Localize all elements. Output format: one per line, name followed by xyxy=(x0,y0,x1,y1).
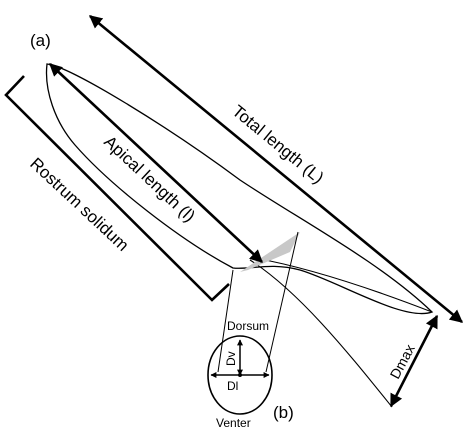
total-length-label: Total length (L) xyxy=(228,101,327,187)
dorsum-label: Dorsum xyxy=(227,319,269,333)
apical-length-label: Apical length (l) xyxy=(100,132,199,226)
apical-length-arrow xyxy=(49,63,263,263)
rostrum-solidum-bracket xyxy=(4,75,230,302)
cross-section-ellipse xyxy=(207,335,273,415)
panel-label-a: (a) xyxy=(30,31,51,50)
dmax-arrow xyxy=(389,314,439,408)
venter-label: Venter xyxy=(216,416,251,430)
cross-section-center xyxy=(238,373,242,377)
panel-label-b: (b) xyxy=(273,403,294,422)
dv-label: Dv xyxy=(224,351,238,366)
dl-label: Dl xyxy=(227,379,238,393)
